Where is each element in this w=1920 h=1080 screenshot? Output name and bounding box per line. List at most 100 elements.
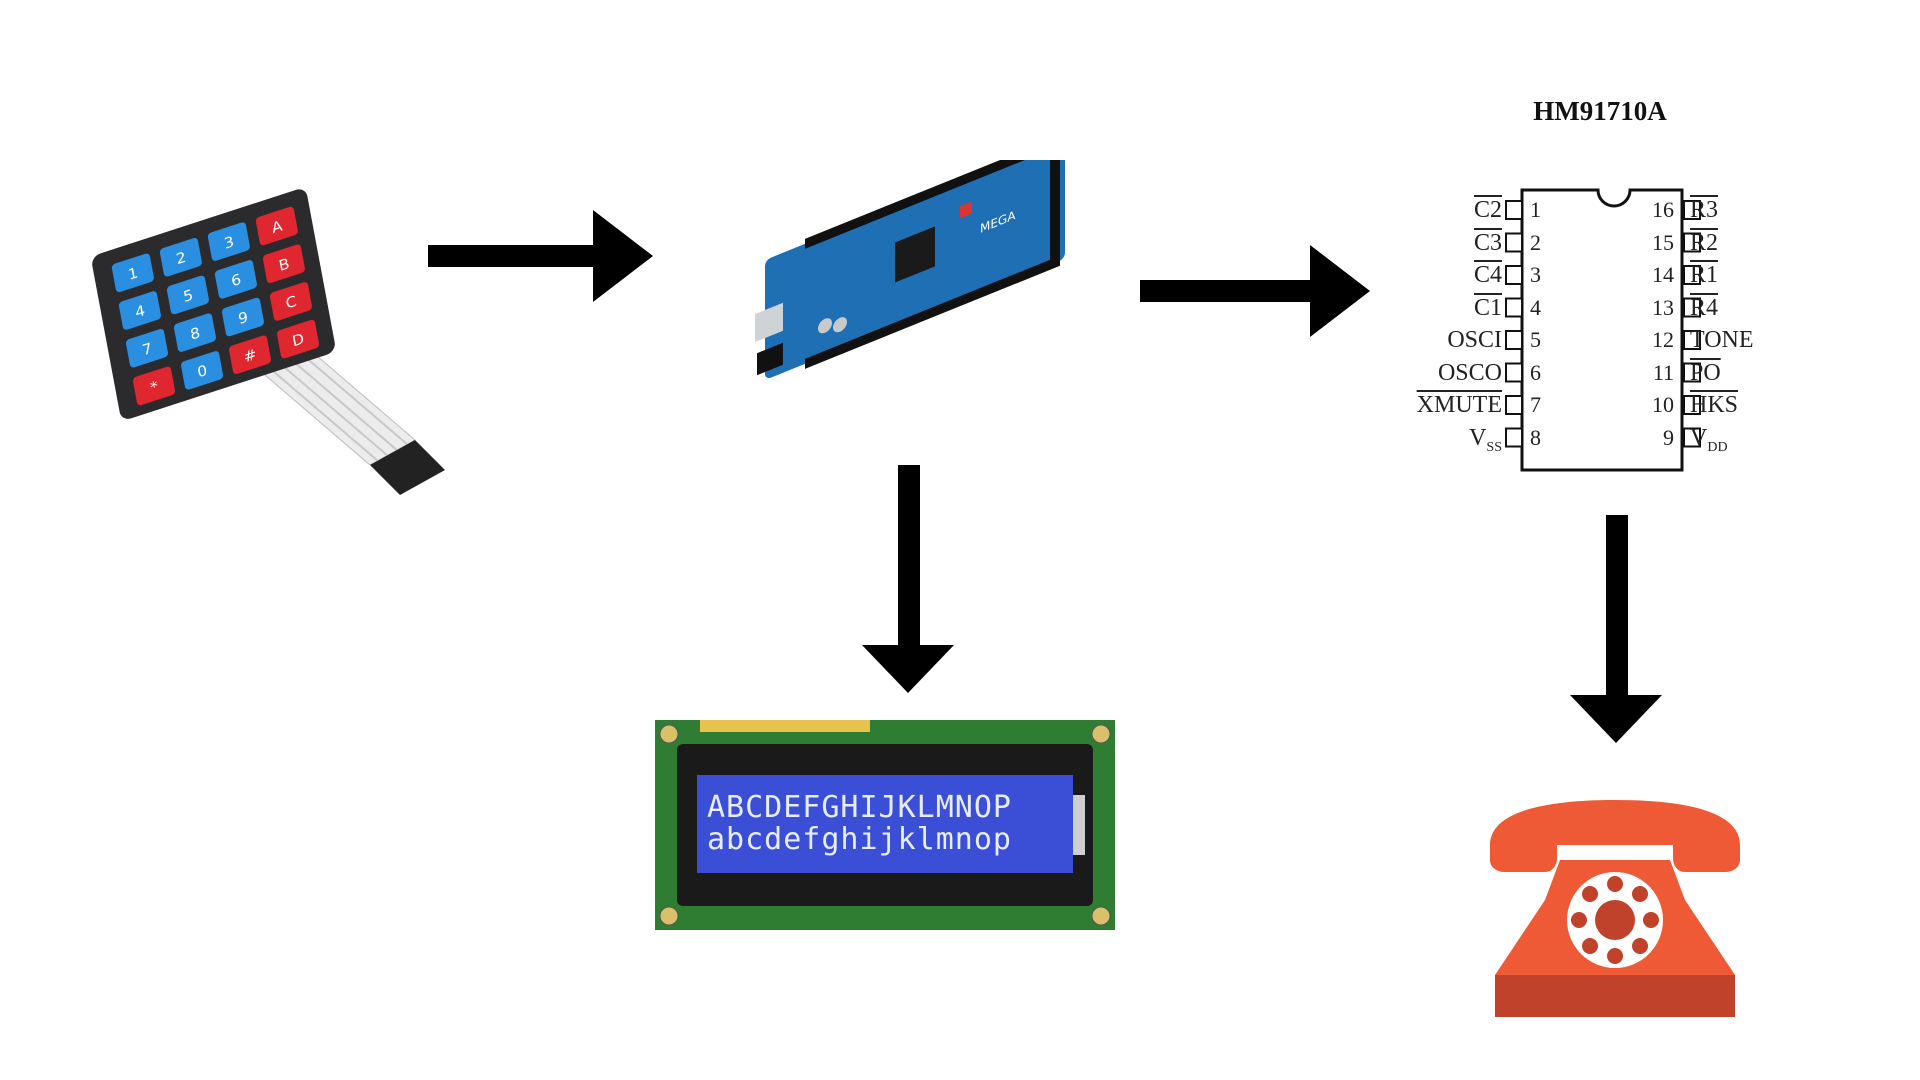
keypad-key-label: 3 — [223, 233, 236, 253]
ic-pin — [1683, 297, 1701, 318]
keypad-key — [221, 297, 264, 337]
ic-pin — [1683, 362, 1701, 383]
keypad-key — [181, 351, 224, 390]
keypad-key — [125, 329, 168, 368]
ic-pin — [1683, 427, 1701, 448]
keypad-key-label: 5 — [182, 286, 195, 306]
ic-pin — [1683, 395, 1701, 415]
lcd-display-icon — [655, 720, 1115, 930]
ic-pin-number: 1 — [1530, 197, 1541, 222]
ic-pin-number: 13 — [1652, 294, 1674, 320]
power-jack — [757, 342, 783, 376]
ic-pin — [1683, 200, 1701, 220]
keypad-key — [118, 291, 161, 330]
keypad-key — [173, 313, 216, 352]
ic-pin-number: 8 — [1530, 424, 1541, 450]
keypad-key-label: 4 — [134, 302, 147, 322]
lcd-header-pins — [700, 720, 870, 732]
ic-pin — [1505, 265, 1523, 285]
ic-pin-label: R4 — [1690, 294, 1719, 321]
ic-pin-number: 5 — [1530, 327, 1541, 352]
arrow-down-icon — [862, 465, 954, 693]
keypad-key — [269, 282, 312, 321]
keypad-key-label: 9 — [237, 308, 250, 328]
keypad-key-label: * — [149, 377, 160, 396]
ic-pin-number: 3 — [1530, 262, 1541, 287]
ic-pin — [1683, 330, 1701, 350]
keypad-key — [159, 237, 202, 277]
keypad-key-label: 1 — [127, 264, 140, 284]
ic-body — [1520, 188, 1684, 472]
ic-pin-label: C1 — [1473, 294, 1502, 321]
keypad-key-label: C — [284, 292, 298, 312]
ic-pin — [1683, 265, 1701, 285]
lcd-line-1: ABCDEFGHIJKLMNOP — [707, 790, 1012, 825]
ic-pin-number: 11 — [1652, 359, 1674, 385]
ic-pin-label: R3 — [1690, 197, 1719, 223]
keypad-key — [214, 260, 257, 299]
lcd-screen — [697, 775, 1073, 873]
ic-pin-number: 10 — [1652, 392, 1674, 417]
keypad-key-label: D — [291, 330, 306, 351]
ic-pin-label: XMUTE — [1416, 392, 1502, 418]
ic-pin — [1505, 297, 1523, 318]
keypad-key-label: A — [270, 217, 284, 237]
ic-pin — [1505, 395, 1523, 415]
keypad-key — [207, 222, 250, 261]
ic-pin-number: 14 — [1652, 262, 1674, 287]
telephone — [1480, 800, 1750, 1020]
usb-port — [755, 302, 783, 343]
mcu-chip — [895, 226, 935, 283]
ic-pin-label: OSCO — [1437, 359, 1502, 386]
ic-pin — [1505, 232, 1523, 253]
arrow-board-to-ic — [1140, 240, 1370, 340]
keypad-key-label: 6 — [230, 270, 243, 290]
ic-pin — [1505, 427, 1523, 448]
keypad-key — [166, 275, 209, 315]
lcd-text: ABCDEFGHIJKLMNOP abcdefghijklmnop — [707, 792, 1067, 856]
keypad-key-label: 2 — [175, 248, 188, 268]
arduino-board: MEGA — [745, 135, 1075, 420]
ic-pin-number: 6 — [1530, 359, 1541, 385]
ic-pin-number: 4 — [1530, 294, 1541, 320]
ic-pin-label: PO — [1690, 359, 1721, 386]
ic-pin — [1505, 200, 1523, 220]
arduino-mega-icon: MEGA — [755, 135, 1065, 379]
ic-pin-label: OSCI — [1447, 327, 1502, 353]
keypad-key-label: 0 — [196, 361, 209, 381]
keypad-key-label: 7 — [141, 339, 154, 359]
ic-pin-label: R1 — [1690, 262, 1719, 288]
lcd-module: ABCDEFGHIJKLMNOP abcdefghijklmnop — [655, 720, 1115, 930]
arrow-down-icon — [1570, 515, 1662, 743]
ic-pin-label: VSS — [1469, 424, 1502, 455]
keypad-key — [111, 253, 154, 293]
arrow-ic-to-phone — [1568, 515, 1664, 745]
keypad-key — [262, 244, 305, 283]
ic-pin-label: C4 — [1473, 262, 1502, 288]
keypad-key — [277, 319, 320, 359]
ic-pin-label: TONE — [1690, 327, 1754, 353]
ic-pin-label: C3 — [1473, 229, 1502, 256]
ic-pin-number: 9 — [1663, 424, 1674, 450]
ic-pin — [1683, 232, 1701, 253]
ic-pin-number: 16 — [1652, 197, 1674, 222]
arrow-keypad-to-board — [428, 205, 653, 305]
ic-pin-label: R2 — [1690, 229, 1719, 256]
keypad-key-label: # — [242, 345, 258, 366]
ic-pin — [1505, 330, 1523, 350]
lcd-line-2: abcdefghijklmnop — [707, 822, 1012, 857]
ic-pin-label: VDD — [1690, 424, 1728, 455]
ic-pin-number: 7 — [1530, 392, 1541, 417]
keypad-body — [92, 189, 335, 419]
arrow-board-to-lcd — [860, 465, 956, 695]
keypad-key — [133, 366, 176, 406]
telephone-icon — [1490, 800, 1740, 1017]
keypad-key — [229, 335, 272, 374]
arrow-right-icon — [428, 210, 653, 302]
keypad-key-label: 8 — [189, 324, 202, 344]
ic-pin-number: 15 — [1652, 229, 1674, 255]
